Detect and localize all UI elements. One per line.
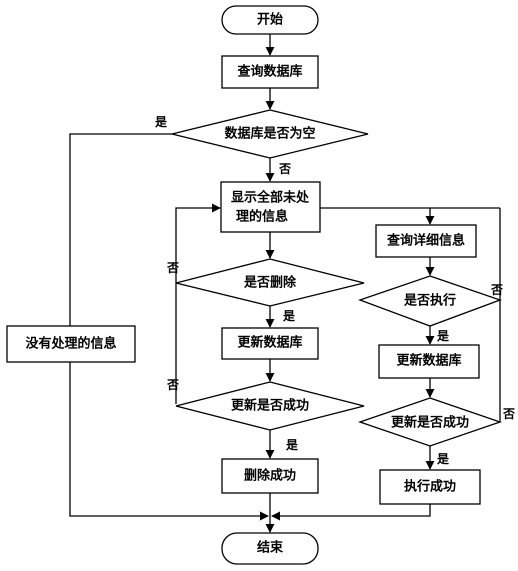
node-no-info: 没有处理的信息	[6, 325, 136, 363]
node-update-db-right-label: 更新数据库	[396, 353, 461, 369]
edge-exec-ok-to-end	[271, 504, 431, 521]
node-query-detail-label: 查询详细信息	[386, 233, 465, 249]
node-no-info-label: 没有处理的信息	[25, 336, 116, 352]
node-end: 结束	[221, 532, 319, 565]
node-query-db: 查询数据库	[221, 55, 319, 89]
edge-labels: 是 否 否 是 否 是 否 是 否 是	[154, 115, 515, 466]
node-execute-ok-label: 执行成功	[404, 479, 456, 495]
label-delete-yes: 是	[282, 309, 296, 323]
node-execute-ok: 执行成功	[379, 469, 481, 505]
node-query-db-label: 查询数据库	[236, 64, 302, 80]
node-delete-ok: 删除成功	[221, 458, 319, 494]
edge-no-info-to-end	[69, 362, 269, 521]
label-update-left-no: 否	[166, 378, 179, 392]
label-db-empty-yes: 是	[154, 115, 168, 129]
label-db-empty-no: 否	[278, 162, 291, 176]
label-update-right-no: 否	[502, 407, 515, 421]
node-db-empty-decision: 数据库是否为空	[171, 109, 369, 159]
edge-empty-yes-to-no-info	[69, 133, 172, 326]
node-show-line2: 理的信息	[236, 209, 288, 225]
node-update-ok-left-decision: 更新是否成功	[175, 381, 365, 431]
node-end-label: 结束	[257, 540, 284, 556]
node-is-execute-label: 是否执行	[403, 293, 456, 309]
node-update-db-right: 更新数据库	[378, 344, 480, 379]
node-start: 开始	[221, 5, 319, 35]
edge-delete-no-loop	[175, 203, 221, 283]
node-update-db-left: 更新数据库	[221, 327, 319, 360]
node-start-label: 开始	[257, 12, 283, 28]
node-is-delete-label: 是否删除	[243, 275, 297, 291]
node-query-detail: 查询详细信息	[375, 224, 477, 258]
node-show-line1: 显示全部未处	[231, 190, 310, 206]
node-delete-ok-label: 删除成功	[244, 468, 296, 484]
node-is-execute-decision: 是否执行	[358, 275, 502, 327]
node-update-ok-right-decision: 更新是否成功	[357, 397, 503, 447]
label-update-left-yes: 是	[285, 438, 299, 452]
label-delete-no: 否	[166, 261, 179, 275]
node-db-empty-label: 数据库是否为空	[224, 126, 315, 142]
node-update-ok-right-label: 更新是否成功	[391, 415, 469, 431]
label-update-right-yes: 是	[436, 452, 450, 466]
node-is-delete-decision: 是否删除	[175, 258, 365, 307]
node-update-ok-left-label: 更新是否成功	[231, 398, 309, 414]
node-update-db-left-label: 更新数据库	[237, 335, 302, 351]
node-show-unprocessed: 显示全部未处 理的信息	[220, 181, 321, 233]
edges	[69, 34, 501, 533]
label-execute-no: 否	[490, 283, 503, 297]
label-execute-yes: 是	[436, 329, 450, 343]
